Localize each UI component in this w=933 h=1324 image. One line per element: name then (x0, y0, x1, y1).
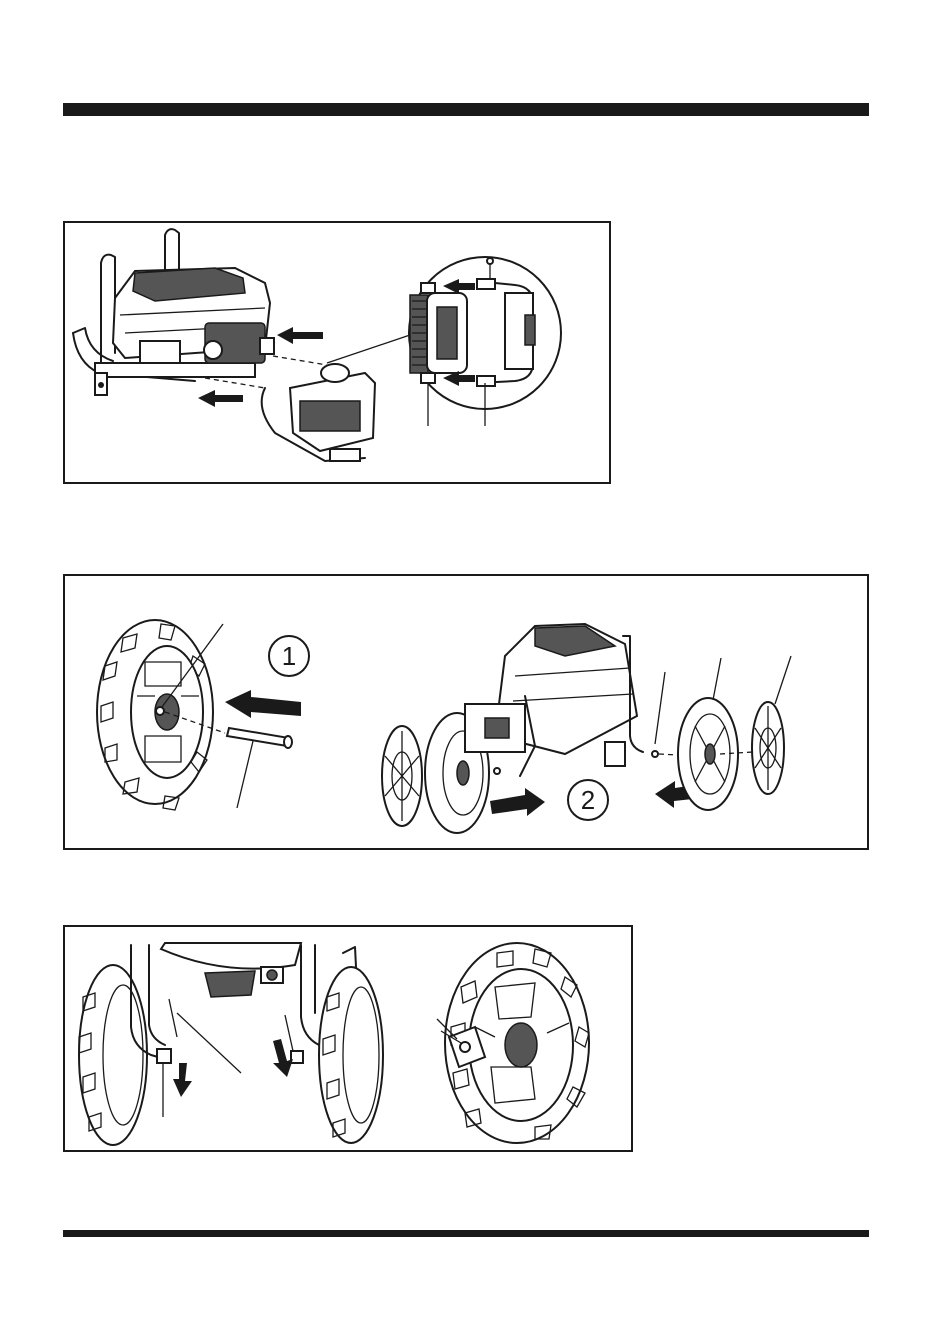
cotter-pin-left (169, 999, 177, 1037)
step-1-label: 1 (282, 641, 296, 671)
arrow-step-1 (225, 690, 301, 718)
cotter-pin-wheel-illustration (65, 927, 631, 1150)
cotter-pin-right (285, 1015, 293, 1051)
wheel-assembly-illustration: 1 2 (65, 576, 867, 848)
wheel-detail-hub (505, 1023, 537, 1067)
footer-rule (63, 1230, 869, 1237)
arrow-left-lower (198, 390, 243, 407)
arrow-step-2-left (490, 788, 545, 816)
tank-cap (321, 364, 349, 382)
figure-wheel-install: 1 2 (63, 574, 869, 850)
figure-cotter-pin (63, 925, 633, 1152)
header-rule (63, 103, 869, 116)
callout-wheel (713, 658, 721, 700)
callout-hubcap (775, 656, 791, 704)
wheel-right (319, 967, 383, 1143)
detail-engine-cooling (410, 295, 428, 373)
frame-tank-bottom (161, 943, 301, 969)
arrow-left-upper (277, 327, 323, 344)
figure-frame-mount (63, 221, 611, 484)
callout-axle (237, 741, 253, 808)
frame-assembly-illustration (65, 223, 609, 482)
frame-crossbar (95, 363, 255, 377)
axle-pin (227, 728, 289, 746)
handle-left-tube (101, 255, 115, 373)
axle-stub-left (157, 1049, 171, 1063)
step-2-label: 2 (581, 785, 595, 815)
arrow-pin-left (173, 1063, 192, 1097)
callout-washer (655, 672, 665, 744)
